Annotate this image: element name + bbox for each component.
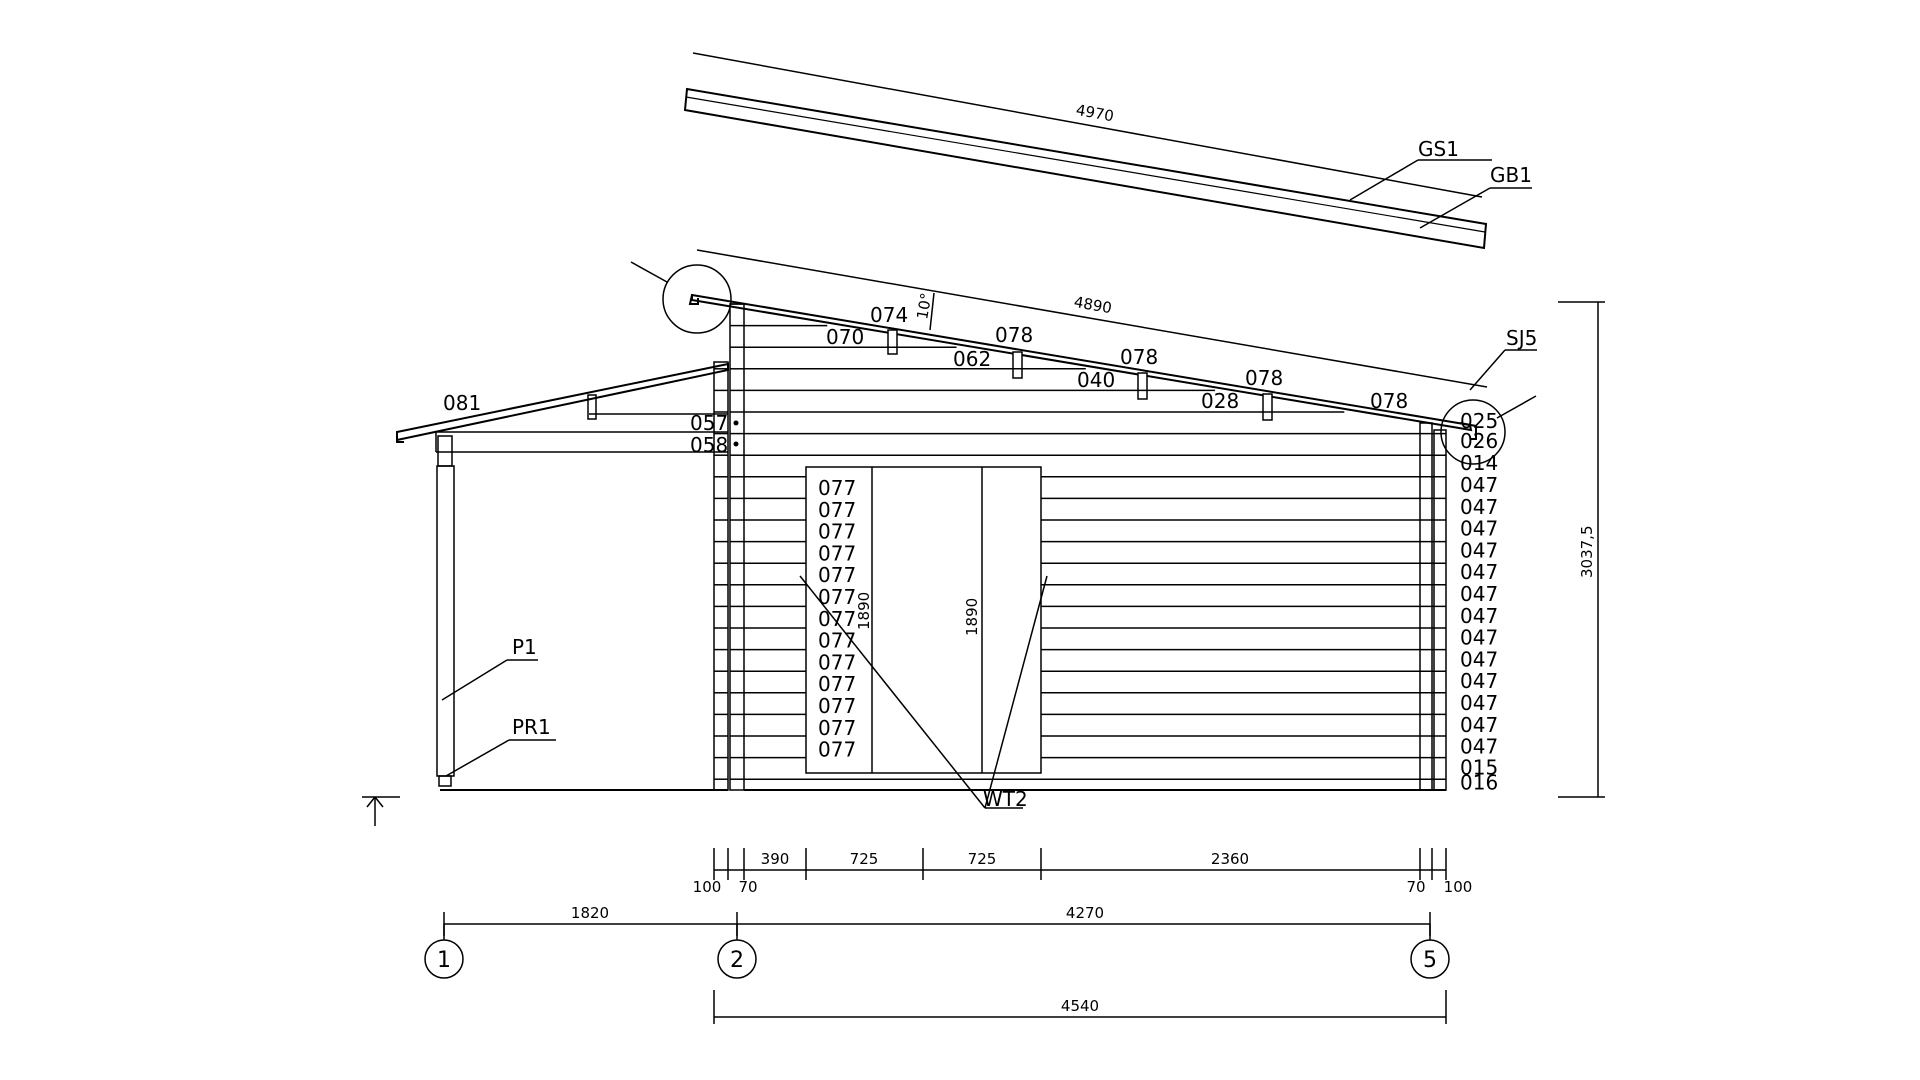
dim-4540: 4540 [1061, 997, 1099, 1015]
right-wall-log-label: 047 [1460, 604, 1498, 628]
post-base-label: PR1 [512, 715, 551, 739]
door-log-label: 077 [818, 498, 856, 522]
roof-label-062: 062 [953, 347, 991, 371]
right-wall-log-label: 016 [1460, 771, 1498, 795]
right-wall-log-label: 047 [1460, 517, 1498, 541]
right-wall-log-label: 026 [1460, 429, 1498, 453]
right-wall-log-label: 047 [1460, 495, 1498, 519]
right-wall-log-label: 047 [1460, 735, 1498, 759]
dimension-row-1: 390 725 725 2360 100 70 70 100 [693, 848, 1473, 896]
roof-label-074: 074 [870, 303, 908, 327]
right-wall-log-label: 047 [1460, 647, 1498, 671]
dim-100-right: 100 [1444, 878, 1473, 896]
dim-390: 390 [761, 850, 790, 868]
door-log-label: 077 [818, 520, 856, 544]
axis-2: 2 [730, 948, 744, 973]
right-wall-labels: SJ5 [1469, 326, 1537, 391]
label-058: 058 [690, 433, 728, 457]
dim-100-left: 100 [693, 878, 722, 896]
dim-70-right: 70 [1406, 878, 1425, 896]
wall-logs [714, 303, 1446, 780]
door-label: WT2 [983, 787, 1028, 811]
roof-slope-label: 10° [913, 291, 935, 320]
dim-2360: 2360 [1211, 850, 1249, 868]
left-wall-corner [713, 303, 745, 791]
canopy-label-081: 081 [443, 391, 481, 415]
height-total: 3037,5 [1578, 526, 1596, 579]
right-wall-log-label: 025 [1460, 409, 1498, 433]
right-wall-log-label: 014 [1460, 451, 1498, 475]
label-057: 057 [690, 411, 728, 435]
sj5-label: SJ5 [1506, 326, 1537, 350]
right-wall-log-label: 047 [1460, 582, 1498, 606]
canopy: 081 P1 PR1 057 058 [396, 362, 739, 791]
door-log-label: 077 [818, 650, 856, 674]
dimension-total: 4540 [713, 990, 1447, 1024]
door-height-right: 1890 [963, 598, 981, 636]
door-log-label: 077 [818, 476, 856, 500]
door-log-label: 077 [818, 541, 856, 565]
door-log-label: 077 [818, 607, 856, 631]
door-log-label: 077 [818, 563, 856, 587]
dim-4270: 4270 [1066, 904, 1104, 922]
gb1-label: GB1 [1490, 163, 1532, 187]
gs1-label: GS1 [1418, 137, 1459, 161]
roof-panel-detail: 4970 GS1 GB1 [683, 52, 1532, 250]
roof-label-078a: 078 [995, 323, 1033, 347]
roof-label-078c: 078 [1245, 366, 1283, 390]
axis-5: 5 [1423, 948, 1437, 973]
right-wall-log-label: 047 [1460, 713, 1498, 737]
roof-panel-length: 4970 [1074, 101, 1115, 125]
roof-label-078d: 078 [1370, 389, 1408, 413]
door-log-label: 077 [818, 694, 856, 718]
dim-725b: 725 [968, 850, 997, 868]
dimension-row-2: 1820 4270 [443, 904, 1431, 936]
door-height-left: 1890 [855, 592, 873, 630]
main-roof: 4890 10° 070 074 078 062 078 040 078 028… [630, 249, 1537, 465]
right-wall-log-label: 015 [1460, 756, 1498, 780]
dim-725a: 725 [850, 850, 879, 868]
level-marker [362, 796, 400, 826]
right-wall-log-label: 047 [1460, 473, 1498, 497]
roof-label-028: 028 [1201, 389, 1239, 413]
dim-70-left: 70 [738, 878, 757, 896]
door: 1890 1890 WT2 [799, 466, 1048, 811]
roof-purlins [887, 329, 1273, 421]
door-log-label: 077 [818, 629, 856, 653]
door-log-label: 077 [818, 716, 856, 740]
roof-label-040: 040 [1077, 368, 1115, 392]
grid-axes: 1 2 5 [424, 924, 1450, 979]
right-wall-log-label: 047 [1460, 560, 1498, 584]
door-log-label: 077 [818, 585, 856, 609]
right-wall-log-labels: 0250260140470470470470470470470470470470… [1460, 409, 1498, 795]
post-label: P1 [512, 635, 537, 659]
roof-label-078b: 078 [1120, 345, 1158, 369]
roof-label-070: 070 [826, 325, 864, 349]
right-wall-log-label: 047 [1460, 626, 1498, 650]
height-dimension: 3037,5 [1558, 301, 1605, 798]
right-wall-log-label: 047 [1460, 669, 1498, 693]
right-wall-log-label: 047 [1460, 538, 1498, 562]
axis-1: 1 [437, 948, 451, 973]
right-wall-log-label: 047 [1460, 691, 1498, 715]
door-log-label: 077 [818, 738, 856, 762]
roof-length-label: 4890 [1073, 293, 1114, 317]
door-log-label: 077 [818, 672, 856, 696]
dim-1820: 1820 [571, 904, 609, 922]
